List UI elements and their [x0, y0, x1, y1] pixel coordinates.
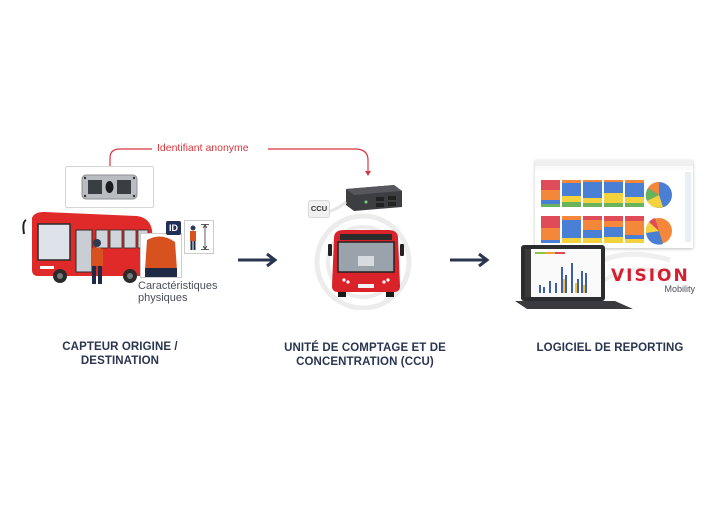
passenger-icon — [91, 239, 103, 284]
person-closeup-frame — [140, 233, 182, 278]
height-measure-icon — [190, 224, 209, 250]
physical-label-line2: physiques — [138, 292, 188, 304]
ccu-device-icon — [346, 185, 402, 211]
height-measure-frame — [184, 220, 214, 254]
dashboard-window — [535, 160, 693, 248]
step-1-caption-line2: DESTINATION — [80, 355, 160, 367]
vision-logo-subtitle: Mobility — [664, 284, 695, 294]
bus-side-illustration — [22, 212, 154, 283]
flow-arrow-2 — [450, 252, 490, 268]
flow-arrow-1 — [238, 252, 278, 268]
step-3-caption: LOGICIEL DE REPORTING — [515, 341, 705, 355]
physical-characteristics-label: Caractéristiques physiques — [138, 280, 217, 304]
step-2-caption-line2: CONCENTRATION (CCU) — [296, 356, 434, 368]
vision-logo-text: VISION — [611, 266, 690, 286]
bus-front-illustration — [328, 230, 404, 297]
step-1-caption: CAPTEUR ORIGINE / DESTINATION — [40, 340, 200, 368]
person-torso-icon — [145, 236, 177, 277]
stacked-bars-bottom — [541, 216, 644, 243]
physical-label-line1: Caractéristiques — [138, 280, 218, 292]
laptop — [515, 245, 635, 315]
step-1-caption-line1: CAPTEUR ORIGINE / — [62, 341, 178, 353]
pie-chart-top — [645, 181, 672, 208]
stacked-bars-top — [541, 180, 644, 207]
sensor-device-icon — [81, 174, 138, 200]
step-2-caption-line1: UNITÉ DE COMPTAGE ET DE — [284, 342, 446, 354]
dashboard-charts — [535, 160, 693, 245]
laptop-icon — [515, 245, 633, 309]
anonymous-id-label: Identifiant anonyme — [157, 142, 249, 154]
sensor-frame — [65, 166, 154, 208]
pie-chart-bottom — [645, 218, 672, 245]
step-2-caption: UNITÉ DE COMPTAGE ET DE CONCENTRATION (C… — [270, 341, 460, 369]
anonymous-id-connector — [109, 148, 371, 176]
vision-logo: VISION Mobility — [611, 266, 701, 294]
step-3-caption-line1: LOGICIEL DE REPORTING — [536, 342, 684, 354]
id-badge: ID — [166, 221, 181, 235]
ccu-badge: CCU — [308, 200, 330, 218]
